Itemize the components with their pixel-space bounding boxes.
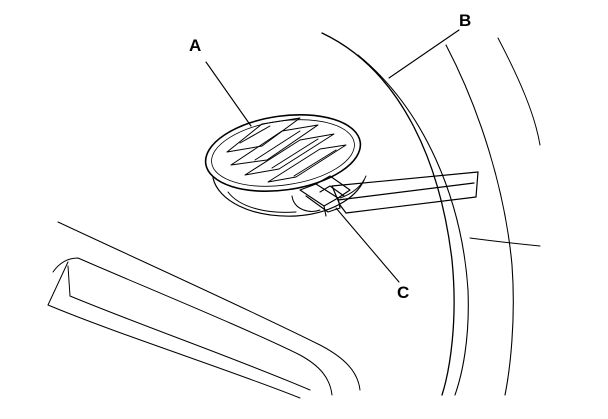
callout-label-c: C xyxy=(397,283,410,302)
callout-label-a: A xyxy=(189,36,202,55)
mounting-recess xyxy=(212,175,367,217)
flat-tool xyxy=(331,171,479,214)
trim-panel-edges xyxy=(321,32,541,396)
leader-lines xyxy=(205,29,460,283)
leader-a xyxy=(205,61,252,127)
leader-b xyxy=(388,29,460,79)
lower-panel-frame xyxy=(47,221,361,399)
leader-c xyxy=(335,207,400,283)
cover-a xyxy=(204,113,362,193)
callout-label-b: B xyxy=(459,11,472,30)
retaining-clip-c xyxy=(299,175,351,217)
